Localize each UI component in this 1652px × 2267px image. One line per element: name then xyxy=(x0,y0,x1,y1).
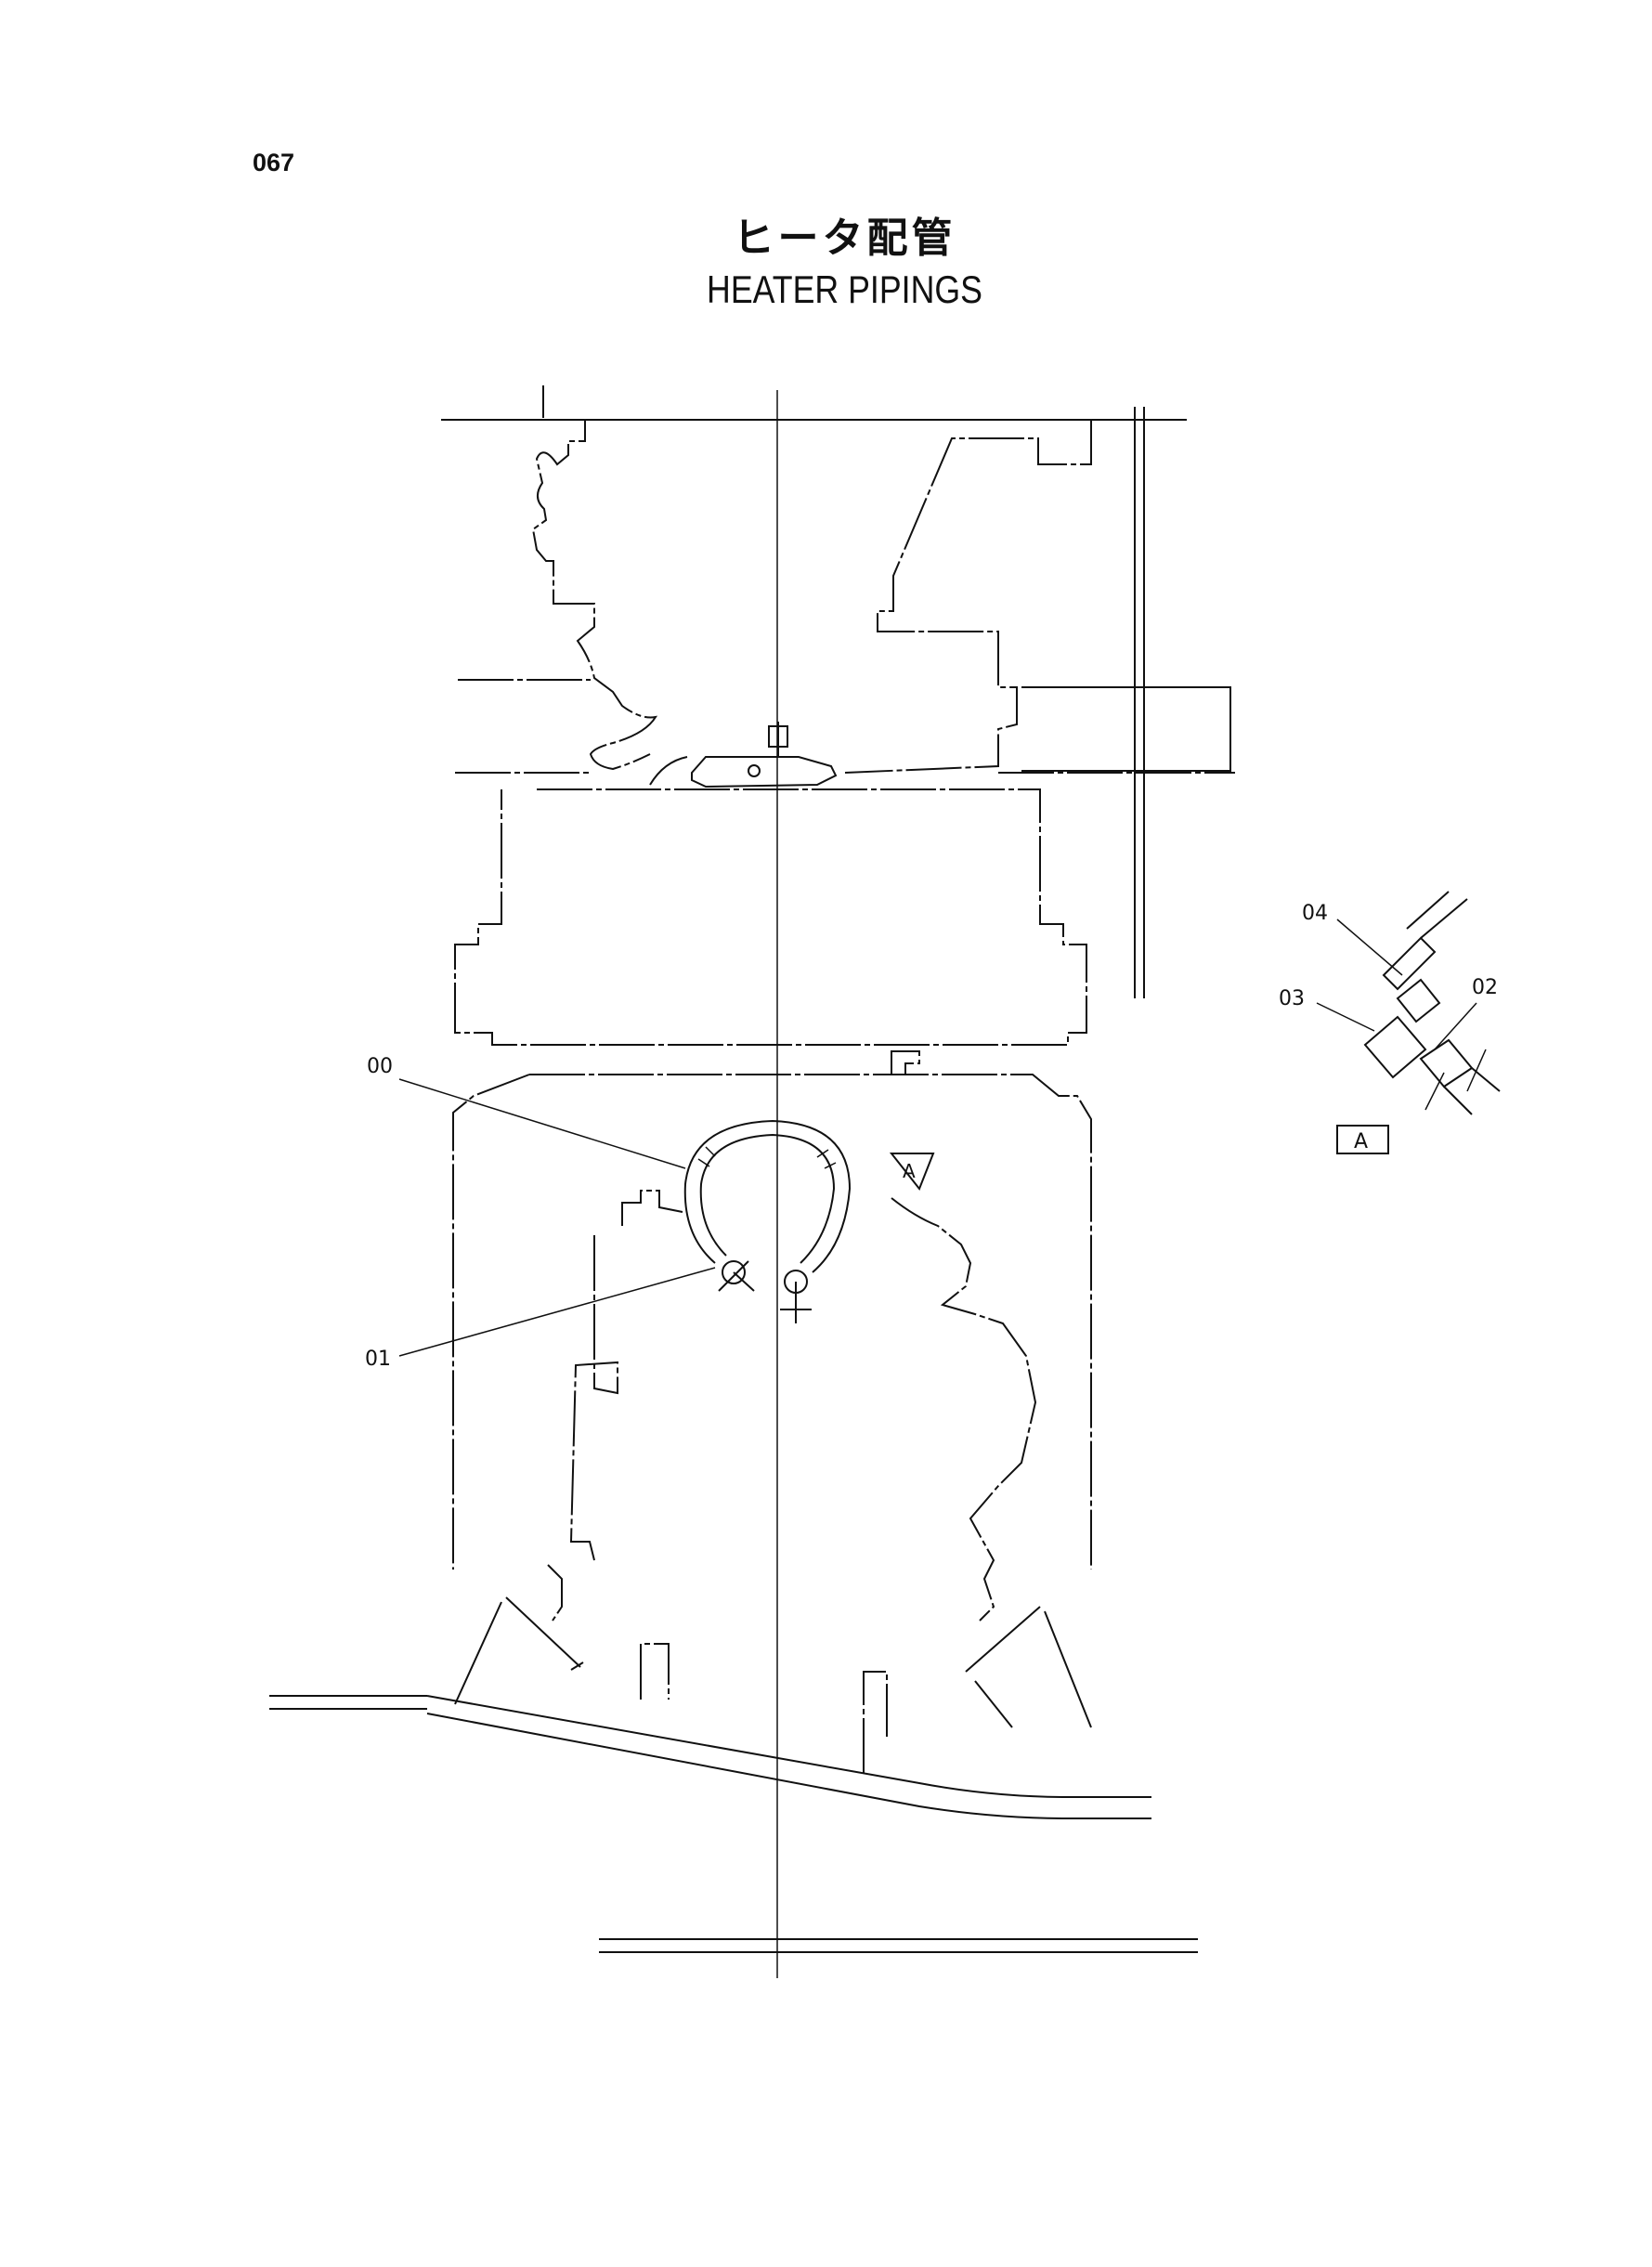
detail-view-label: A xyxy=(1354,1130,1368,1153)
leader-04 xyxy=(1336,919,1403,976)
detail-view-a xyxy=(1363,891,1501,1115)
page-number: 067 xyxy=(253,149,295,176)
callout-03: 03 xyxy=(1279,987,1305,1010)
upper-assembly xyxy=(441,385,1235,1046)
callout-01: 01 xyxy=(365,1348,391,1371)
leader-03 xyxy=(1316,1002,1375,1032)
title-english: HEATER PIPINGS xyxy=(707,267,982,311)
callout-04: 04 xyxy=(1302,902,1328,925)
leader-00 xyxy=(398,1078,686,1169)
leader-02 xyxy=(1434,1002,1477,1050)
title-japanese: ヒータ配管 xyxy=(733,215,956,262)
callout-02: 02 xyxy=(1472,976,1498,999)
heater-hose xyxy=(683,1119,935,1323)
title-block: ヒータ配管 HEATER PIPINGS xyxy=(0,204,1652,312)
lower-assembly xyxy=(269,1050,1198,1953)
view-marker: A xyxy=(903,1160,916,1182)
detail-view-label-box xyxy=(1336,1125,1389,1154)
leader-01 xyxy=(398,1267,716,1357)
callout-00: 00 xyxy=(367,1055,393,1078)
